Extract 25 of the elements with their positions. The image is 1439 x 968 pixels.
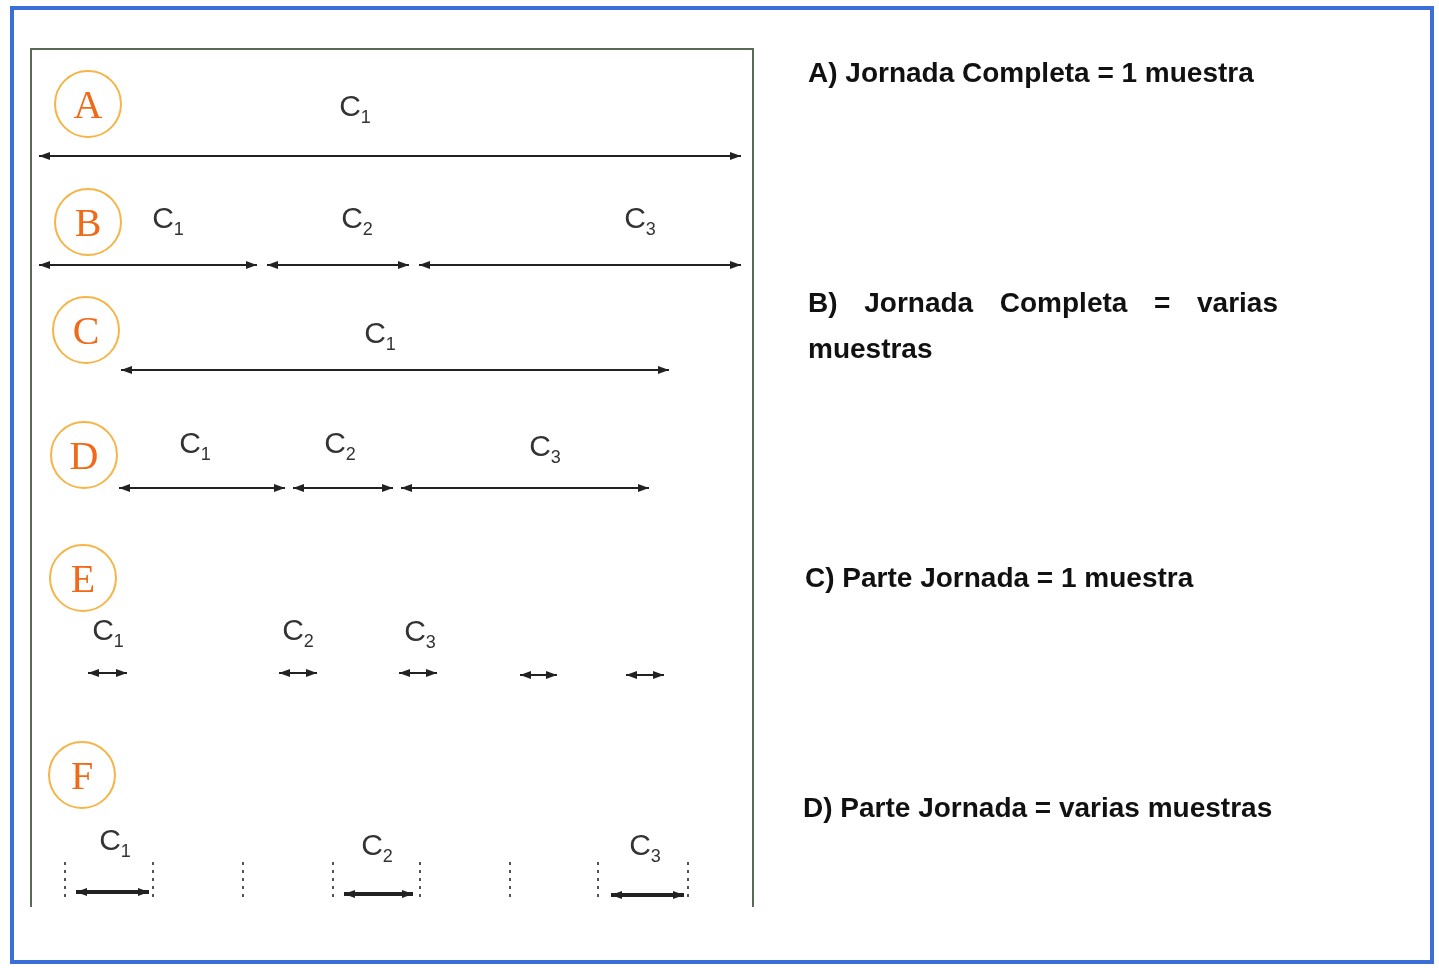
cycle-label: C$_{2}$ bbox=[282, 612, 314, 652]
description-text: A) Jornada Completa = 1 muestra bbox=[808, 56, 1255, 90]
description-text: B) Jornada Completa = varias muestras bbox=[808, 286, 1278, 366]
cycle-label: C$_{1}$ bbox=[339, 88, 371, 128]
letter-circle: D bbox=[50, 421, 118, 489]
letter-circle: E bbox=[49, 544, 117, 612]
cycle-label: C$_{2}$ bbox=[361, 827, 393, 867]
letter-circle: A bbox=[54, 70, 122, 138]
letter-circle: B bbox=[54, 188, 122, 256]
cycle-label: C$_{1}$ bbox=[152, 200, 184, 240]
panel-frame bbox=[30, 48, 754, 907]
cycle-label: C$_{1}$ bbox=[99, 822, 131, 862]
cycle-label: C$_{3}$ bbox=[404, 613, 436, 653]
description-text: C) Parte Jornada = 1 muestra bbox=[805, 561, 1195, 595]
letter-circle: C bbox=[52, 296, 120, 364]
letter-circle: F bbox=[48, 741, 116, 809]
cycle-label: C$_{2}$ bbox=[324, 425, 356, 465]
description-text: D) Parte Jornada = varias muestras bbox=[803, 791, 1274, 825]
cycle-label: C$_{3}$ bbox=[629, 827, 661, 867]
cycle-label: C$_{3}$ bbox=[624, 200, 656, 240]
cycle-label: C$_{1}$ bbox=[364, 315, 396, 355]
cycle-label: C$_{3}$ bbox=[529, 428, 561, 468]
cycle-label: C$_{1}$ bbox=[179, 425, 211, 465]
cycle-label: C$_{2}$ bbox=[341, 200, 373, 240]
cycle-label: C$_{1}$ bbox=[92, 612, 124, 652]
